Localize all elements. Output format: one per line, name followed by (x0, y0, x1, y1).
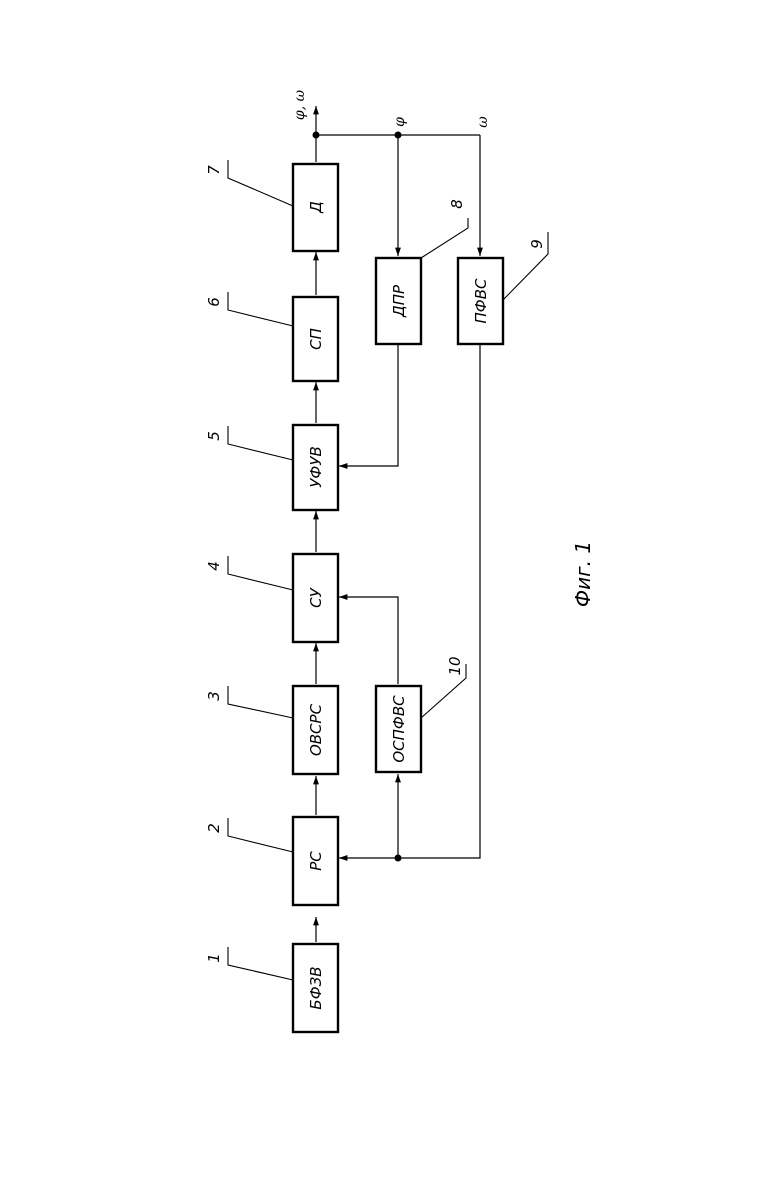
figure-caption: Фиг. 1 (571, 541, 595, 607)
block-3: ОВСРС (293, 686, 338, 774)
wire-9-to-2 (339, 345, 480, 858)
ref-number-1: 1 (205, 953, 223, 963)
leader-5 (228, 426, 293, 460)
ref-number-4: 4 (205, 561, 223, 571)
block-8: ДПР (376, 258, 421, 344)
block-6-label: СП (307, 328, 325, 350)
ref-number-10: 10 (446, 656, 464, 675)
ref-number-6: 6 (205, 297, 223, 307)
wire-10-to-4 (339, 597, 398, 684)
block-5-label: УФУВ (307, 446, 325, 487)
leader-4 (228, 556, 293, 590)
leader-7 (228, 160, 293, 206)
block-9-label: ПФВС (472, 278, 490, 323)
block-7: Д (293, 164, 338, 251)
block-7-label: Д (307, 201, 325, 214)
block-3-label: ОВСРС (307, 703, 325, 756)
block-4-label: СУ (307, 587, 325, 607)
signal-label-phi: φ (392, 117, 408, 127)
signal-label-output: φ, ω (292, 89, 308, 120)
block-1: БФЗВ (293, 944, 338, 1032)
ref-number-3: 3 (205, 691, 223, 701)
ref-number-8: 8 (448, 199, 466, 209)
block-2-label: РС (307, 851, 325, 871)
block-2: РС (293, 817, 338, 905)
ref-number-2: 2 (205, 823, 223, 833)
leader-8 (421, 218, 468, 258)
junction-output (313, 132, 320, 139)
block-8-label: ДПР (390, 284, 408, 318)
leader-6 (228, 292, 293, 326)
leader-2 (228, 818, 293, 852)
ref-number-5: 5 (205, 431, 223, 441)
block-9: ПФВС (458, 258, 503, 344)
block-10-label: ОСПФВС (390, 695, 408, 763)
ref-number-7: 7 (205, 165, 223, 175)
block-6: СП (293, 297, 338, 381)
leader-1 (228, 947, 293, 980)
block-1-label: БФЗВ (307, 966, 325, 1009)
signal-label-omega: ω (475, 116, 491, 128)
block-10: ОСПФВС (376, 686, 421, 772)
ref-number-9: 9 (528, 239, 546, 249)
leader-3 (228, 686, 293, 718)
wire-8-to-5 (339, 345, 398, 466)
block-4: СУ (293, 554, 338, 642)
block-5: УФУВ (293, 425, 338, 510)
